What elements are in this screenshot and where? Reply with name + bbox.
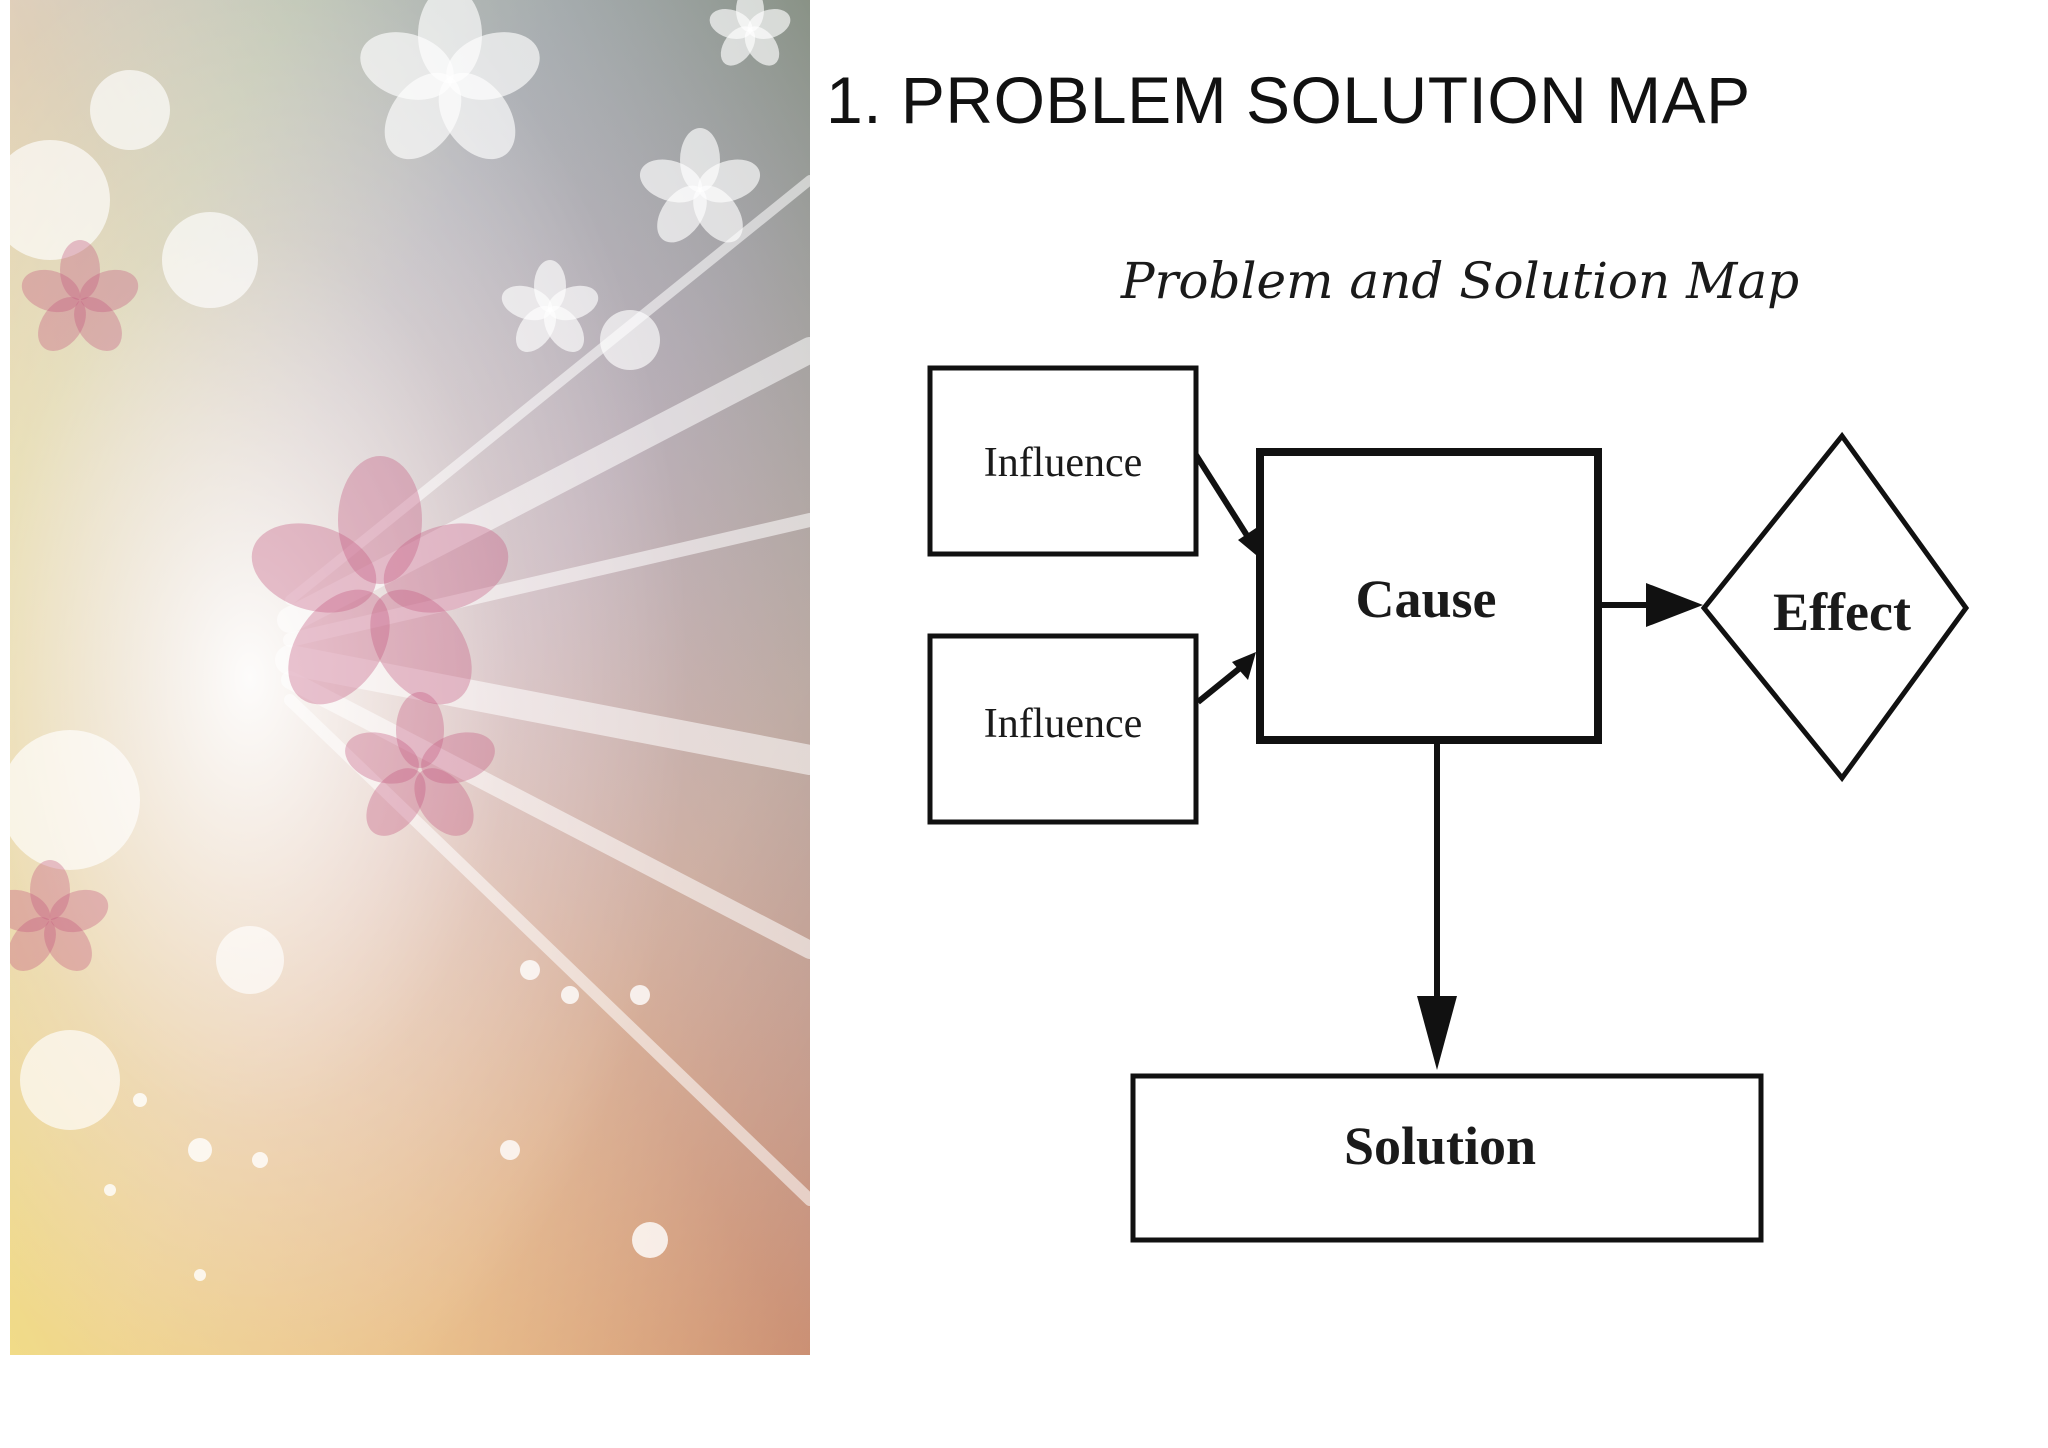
slide-title: 1. PROBLEM SOLUTION MAP [826, 63, 1751, 137]
effect-label: Effect [1773, 582, 1911, 642]
node-solution: Solution [1130, 1073, 1764, 1243]
node-effect: Effect [1700, 431, 1970, 783]
edge-influence-1-to-cause [1193, 453, 1256, 547]
decorative-floral-panel [10, 0, 810, 1355]
node-cause: Cause [1256, 448, 1602, 744]
diagram-edges [1193, 453, 1703, 1070]
solution-box [1130, 1073, 1764, 1243]
arrowhead-influence-2-to-cause [1232, 652, 1256, 680]
floral-background-image [10, 0, 810, 1355]
influence-1-box [927, 365, 1199, 557]
effect-diamond [1700, 431, 1970, 783]
node-influence-1: Influence [927, 365, 1199, 557]
influence-2-box [927, 633, 1199, 825]
arrowhead-cause-to-effect [1646, 583, 1703, 627]
diagram-title: Problem and Solution Map [1120, 252, 1799, 310]
arrowhead-cause-to-solution [1417, 996, 1457, 1070]
cause-label: Cause [1355, 569, 1496, 629]
node-influence-2: Influence [927, 633, 1199, 825]
cause-box [1256, 448, 1602, 744]
edge-influence-2-to-cause [1196, 665, 1242, 705]
influence-1-label: Influence [984, 440, 1143, 486]
solution-label: Solution [1344, 1116, 1536, 1176]
influence-2-label: Influence [984, 701, 1143, 747]
